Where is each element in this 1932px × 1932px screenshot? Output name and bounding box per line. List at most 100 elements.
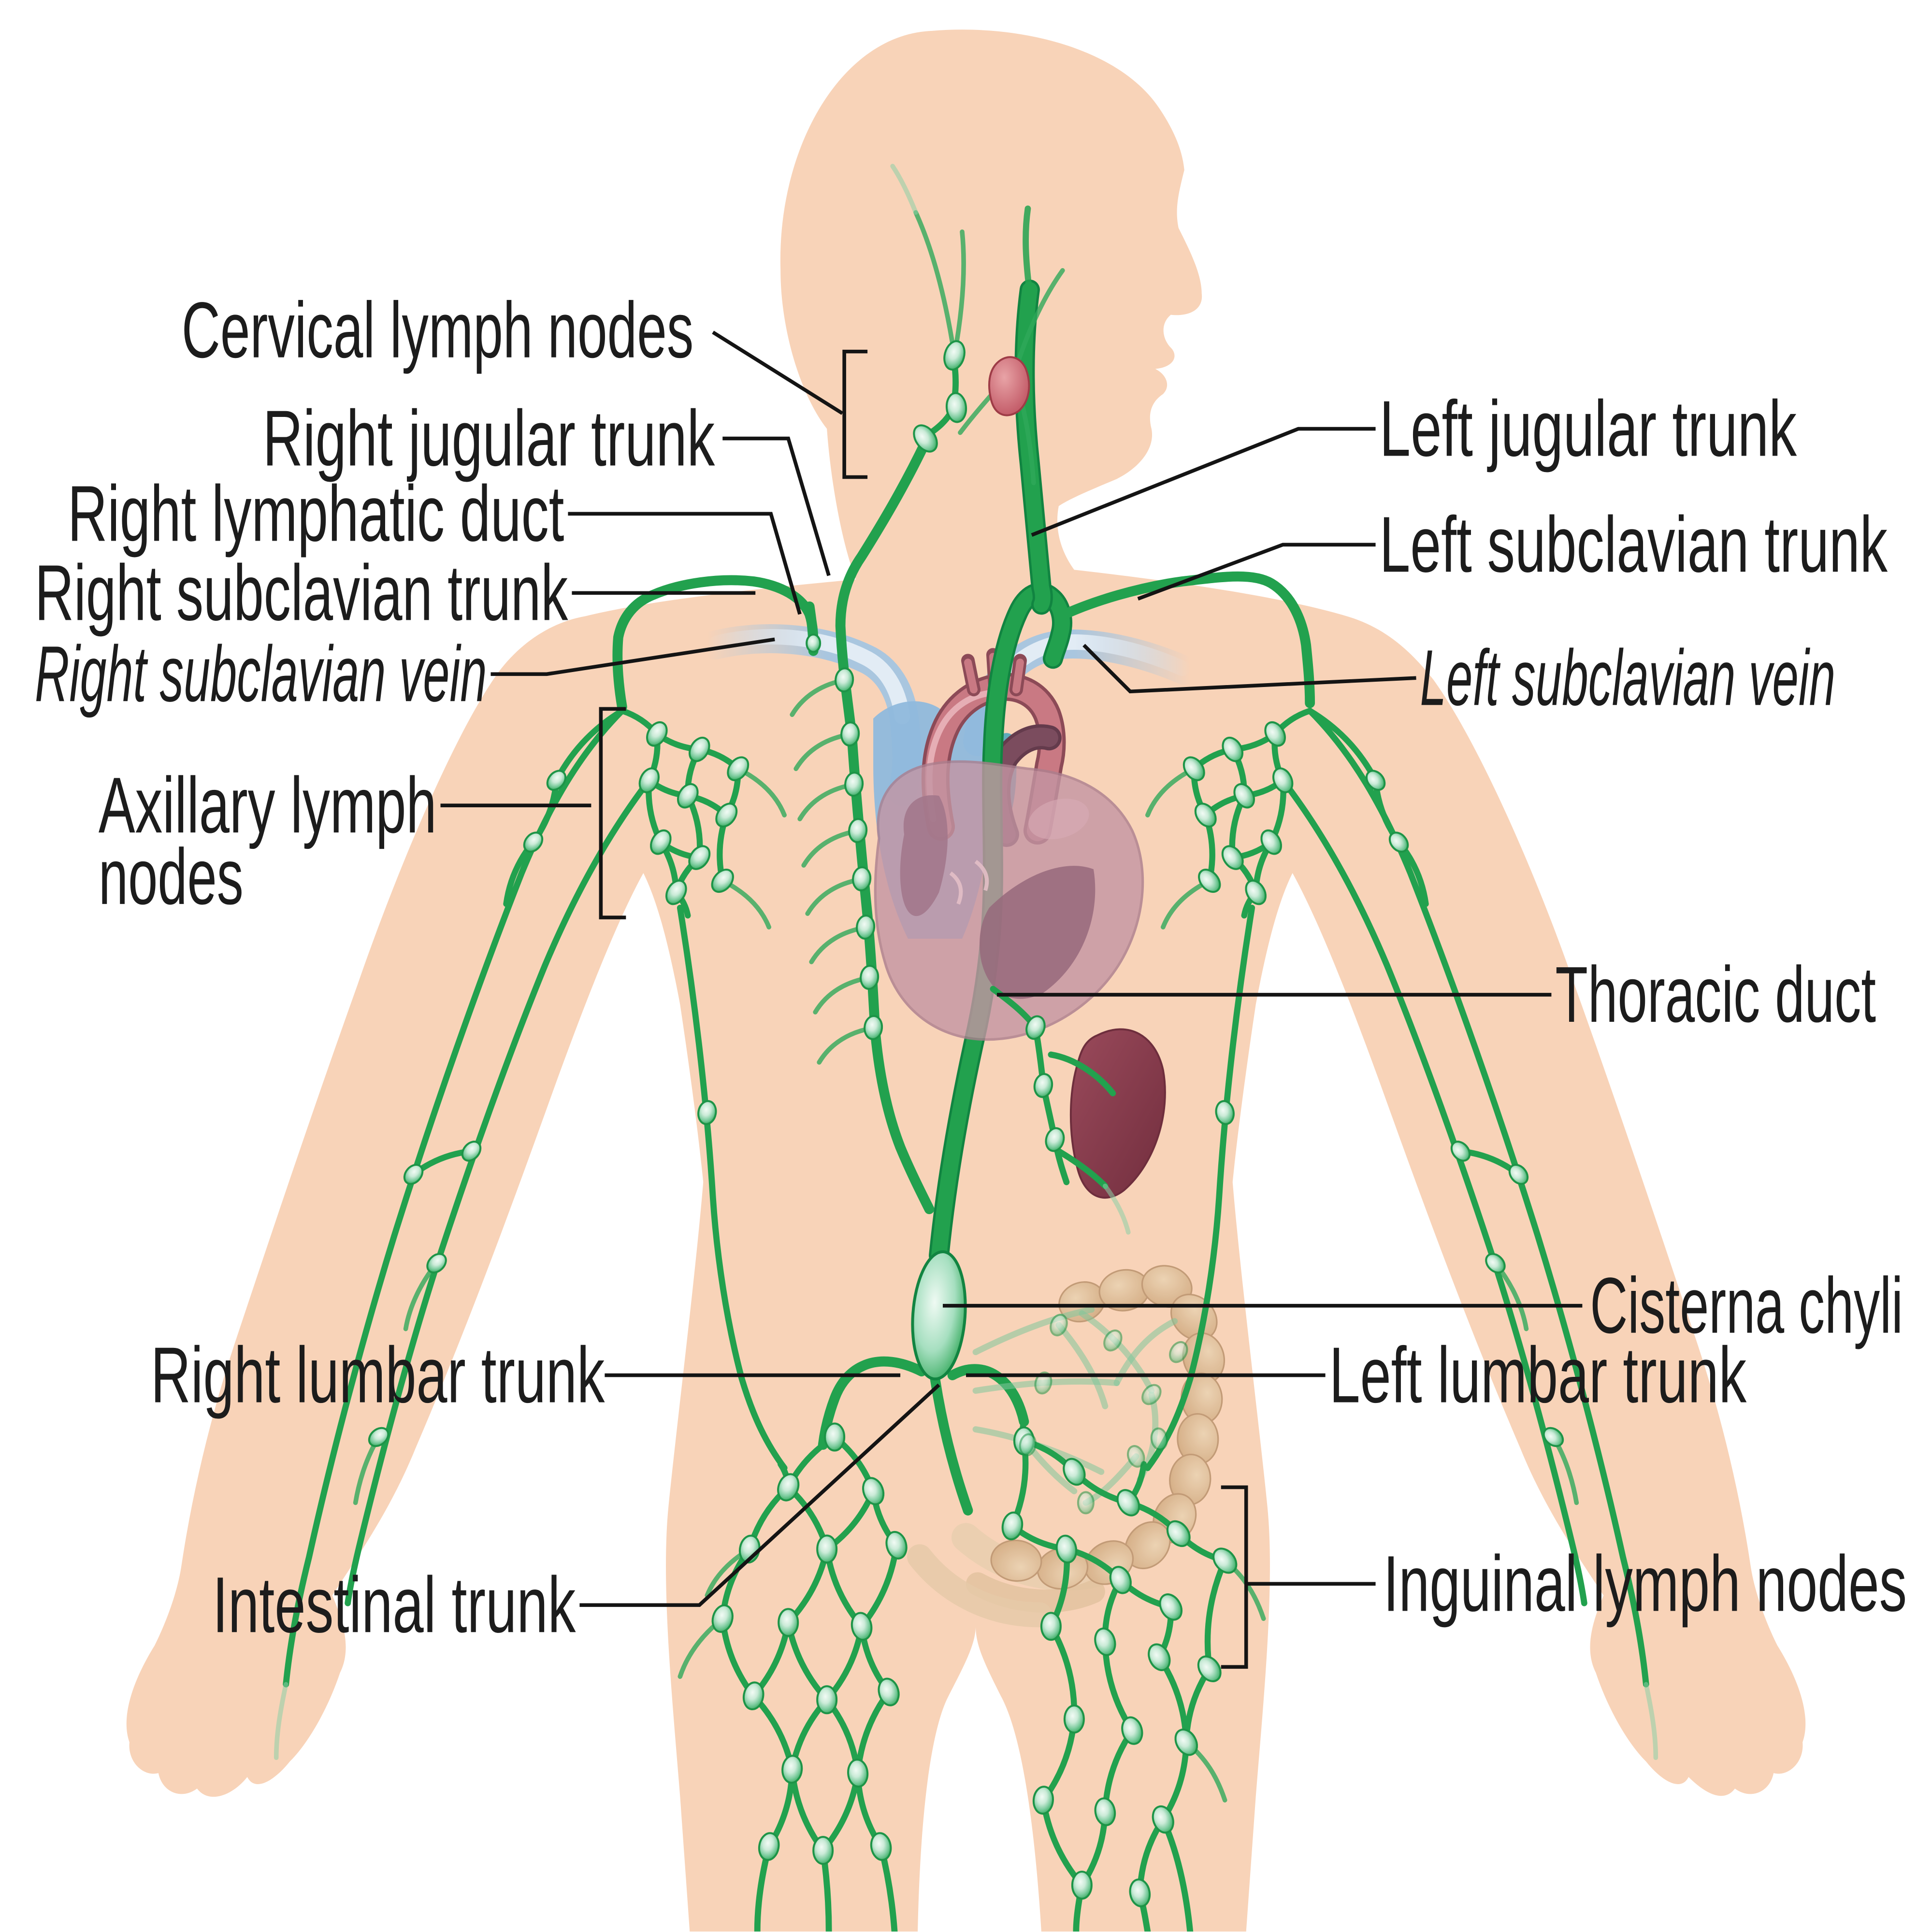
- intestinal-trunk: [930, 1374, 973, 1516]
- leader-left-subclavian-vein: [1082, 644, 1416, 694]
- lymph-node: [878, 1677, 900, 1706]
- lymph-node: [711, 1604, 734, 1633]
- leader-left-subclavian-trunk: [1137, 543, 1376, 601]
- heart-chamber-left: [900, 795, 948, 916]
- lymph-vessel-link: [553, 708, 625, 784]
- labels: Cervical lymph nodes Right jugular trunk…: [35, 286, 1907, 1649]
- lymph-node: [777, 1473, 800, 1502]
- lymph-node: [860, 965, 879, 990]
- lymph-node: [1040, 1612, 1062, 1641]
- left-jugular-upper: [1023, 205, 1033, 297]
- lymph-node: [1543, 1427, 1564, 1447]
- lymph-node: [665, 879, 687, 905]
- lymph-node: [847, 1759, 869, 1788]
- lymph-node: [840, 721, 860, 747]
- lymph-node: [1032, 1786, 1054, 1815]
- lymph-node: [1141, 1384, 1162, 1405]
- right-jugular-and-spine-chain: [835, 437, 935, 1215]
- lymph-node: [1109, 1566, 1132, 1594]
- lymph-node: [1050, 1314, 1068, 1337]
- lymph-node: [1025, 1015, 1046, 1040]
- lymph-node: [461, 1141, 482, 1162]
- splenic-vessel-tip: [1103, 1183, 1131, 1235]
- lymph-node: [1103, 1329, 1123, 1352]
- lymph-node: [727, 756, 750, 781]
- lymph-node: [1450, 1141, 1471, 1162]
- splenic-vessel-2: [1055, 1148, 1109, 1189]
- label-right-subclavian-vein: Right subclavian vein: [35, 630, 487, 718]
- lymph-node: [852, 866, 872, 892]
- lymph-node: [697, 1100, 717, 1125]
- lymph-node: [1077, 1491, 1095, 1515]
- lymph-node: [1121, 1716, 1143, 1745]
- leader-left-jugular-trunk: [1031, 427, 1376, 537]
- splenic-vessel-1: [1048, 1051, 1116, 1097]
- label-thoracic-duct: Thoracic duct: [1555, 950, 1876, 1039]
- heart-chamber-right: [980, 866, 1096, 999]
- label-axillary-lymph-nodes-line1: Axillary lymph: [99, 761, 437, 849]
- label-intestinal-trunk: Intestinal trunk: [213, 1560, 576, 1649]
- lymph-node: [546, 770, 567, 791]
- lymph-node: [1127, 1445, 1145, 1468]
- lymph-node: [1245, 879, 1267, 905]
- lymph-node: [1063, 1458, 1086, 1486]
- lymph-node: [1260, 829, 1282, 855]
- label-left-jugular-trunk: Left jugular trunk: [1380, 385, 1797, 473]
- lymph-node: [1116, 1489, 1140, 1517]
- lymph-node: [856, 915, 876, 940]
- lymph-node: [1159, 1593, 1183, 1621]
- leader-cervical-lymph-nodes: [712, 330, 844, 415]
- lymph-node: [1365, 770, 1386, 791]
- lymph-node: [824, 1422, 846, 1452]
- right-arm-tip: [274, 1682, 288, 1760]
- lymph-node: [1388, 831, 1409, 853]
- cervical-vessel-up2: [952, 229, 966, 358]
- lymph-node: [1233, 783, 1255, 809]
- lymph-node: [688, 736, 710, 762]
- gland-vessel-up: [1014, 268, 1065, 370]
- label-axillary-lymph-nodes-line2: nodes: [99, 832, 244, 921]
- label-left-subclavian-trunk: Left subclavian trunk: [1380, 500, 1888, 588]
- label-right-lumbar-trunk: Right lumbar trunk: [151, 1331, 605, 1419]
- peripheral-vessels: [274, 707, 1658, 1760]
- lymph-node: [1212, 1547, 1238, 1574]
- lymph-node: [1001, 1511, 1024, 1541]
- leader-right-lymphatic-duct: [568, 512, 802, 615]
- lymph-node: [1034, 1371, 1053, 1395]
- heart-highlight: [1028, 799, 1089, 840]
- leader-right-jugular-trunk: [722, 436, 831, 576]
- lymph-node: [945, 392, 967, 423]
- lymph-node: [848, 818, 868, 844]
- lymph-node: [742, 1681, 764, 1711]
- left-subclavian-trunk: [1055, 571, 1315, 708]
- lymph-node: [1197, 1655, 1222, 1682]
- bracket-axillary-lymph-nodes: [599, 707, 626, 919]
- lymph-node: [650, 829, 672, 855]
- leader-right-subclavian-vein: [490, 637, 775, 676]
- heart-group: [874, 760, 1144, 1041]
- lymph-node: [1129, 1878, 1151, 1907]
- lymph-node: [851, 1612, 873, 1641]
- left-flank-vessel: [1144, 904, 1255, 1471]
- lymph-node: [638, 767, 660, 793]
- heart-valve-lines: [949, 859, 989, 905]
- lymph-node: [368, 1427, 389, 1447]
- lymph-node: [403, 1164, 424, 1185]
- lymph-node: [1148, 1643, 1171, 1672]
- lymph-node: [1198, 869, 1221, 893]
- lymph-nodes: [368, 340, 1564, 1907]
- left-lumbar-trunk: [947, 1364, 1029, 1427]
- lymph-node: [1019, 1433, 1037, 1457]
- label-right-jugular-trunk: Right jugular trunk: [263, 394, 715, 483]
- lymph-node: [715, 802, 738, 828]
- lymph-node: [646, 721, 668, 747]
- cisterna-chyli: [911, 1250, 967, 1381]
- lymph-node: [1194, 802, 1217, 828]
- bracket-cervical-lymph-nodes: [842, 349, 868, 479]
- lymph-node: [1063, 1704, 1085, 1734]
- leader-lines: [440, 330, 1583, 1669]
- lymph-node: [1169, 1341, 1188, 1363]
- lymph-node: [1152, 1805, 1174, 1834]
